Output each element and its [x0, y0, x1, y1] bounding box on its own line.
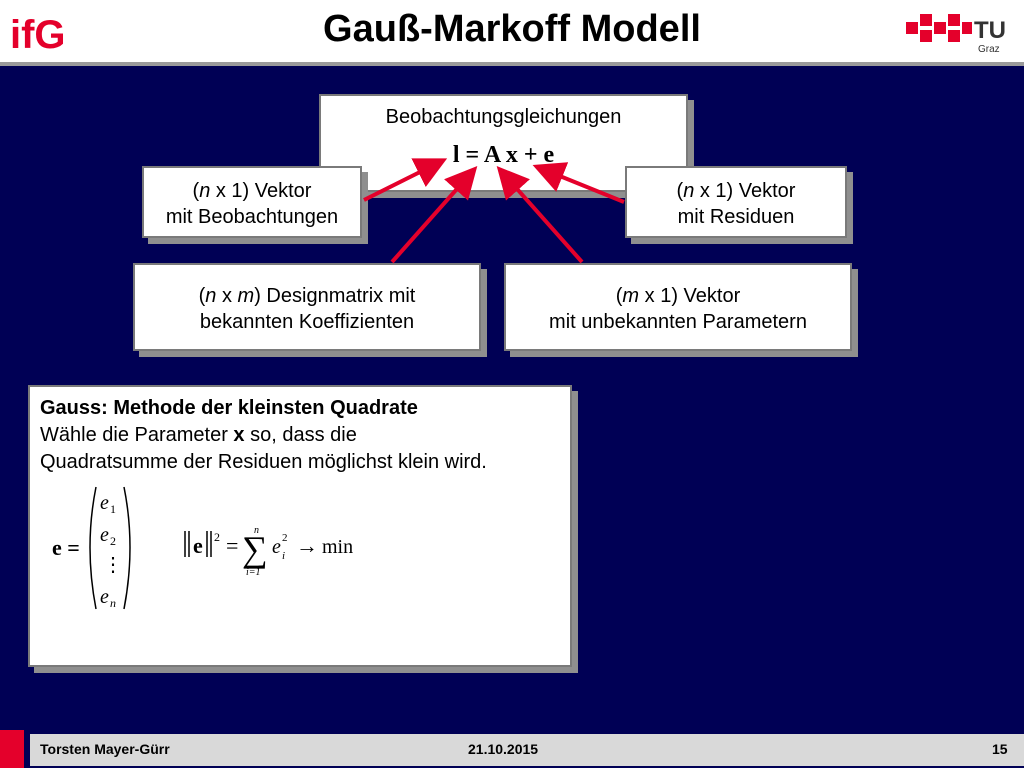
- svg-text:TU: TU: [974, 17, 1006, 44]
- ifg-logo: ifG: [10, 13, 66, 57]
- page-title: Gauß-Markoff Modell: [323, 8, 701, 50]
- svg-text:⋮: ⋮: [103, 554, 123, 576]
- svg-text:→: →: [296, 533, 318, 558]
- gauss-line1: Wähle die Parameter x so, dass die: [40, 424, 357, 446]
- svg-text:2: 2: [110, 534, 116, 548]
- observation-vector-box: (n x 1) Vektor mit Beobachtungen: [142, 166, 362, 238]
- svg-text:e: e: [272, 536, 281, 558]
- svg-text:1: 1: [110, 502, 116, 516]
- footer-accent: [0, 730, 24, 768]
- header: [0, 0, 1024, 62]
- svg-text:e: e: [100, 586, 109, 608]
- observation-equations-title: Beobachtungsgleichungen: [385, 106, 622, 128]
- svg-text:e: e: [100, 492, 109, 514]
- residual-vector-box: (n x 1) Vektor mit Residuen: [625, 166, 847, 238]
- footer-page-number: 15: [992, 741, 1008, 757]
- svg-text:=: =: [226, 533, 238, 558]
- design-matrix-box: (n x m) Designmatrix mit bekannten Koeff…: [133, 263, 481, 351]
- gauss-heading: Gauss: Methode der kleinsten Quadrate: [40, 397, 418, 419]
- svg-text:2: 2: [282, 532, 288, 544]
- gauss-method-box: Gauss: Methode der kleinsten Quadrate Wä…: [28, 385, 572, 667]
- svg-text:Graz: Graz: [978, 44, 1000, 55]
- svg-text:e: e: [100, 524, 109, 546]
- header-divider: [0, 62, 1024, 66]
- svg-text:i: i: [282, 550, 285, 562]
- footer-date: 21.10.2015: [468, 741, 539, 757]
- gauss-formulas: e = e 1 e 2 ⋮ e n e 2 = n ∑ i=1 e 2 i → …: [52, 486, 353, 610]
- observation-equation: l = A x + e: [452, 142, 555, 168]
- footer-bar: [30, 734, 1024, 766]
- svg-text:min: min: [322, 536, 353, 558]
- tu-graz-logo: TU Graz: [906, 14, 1006, 55]
- svg-text:i=1: i=1: [246, 567, 261, 578]
- footer-author: Torsten Mayer-Gürr: [40, 741, 170, 757]
- svg-text:ifG: ifG: [10, 13, 66, 57]
- svg-text:n: n: [254, 525, 259, 536]
- svg-text:∑: ∑: [242, 529, 268, 569]
- gauss-line2: Quadratsumme der Residuen möglichst klei…: [40, 451, 487, 473]
- svg-text:n: n: [110, 596, 116, 610]
- parameter-vector-box: (m x 1) Vektor mit unbekannten Parameter…: [504, 263, 852, 351]
- svg-text:e =: e =: [52, 535, 80, 560]
- svg-text:e: e: [193, 533, 203, 558]
- svg-text:2: 2: [214, 530, 220, 544]
